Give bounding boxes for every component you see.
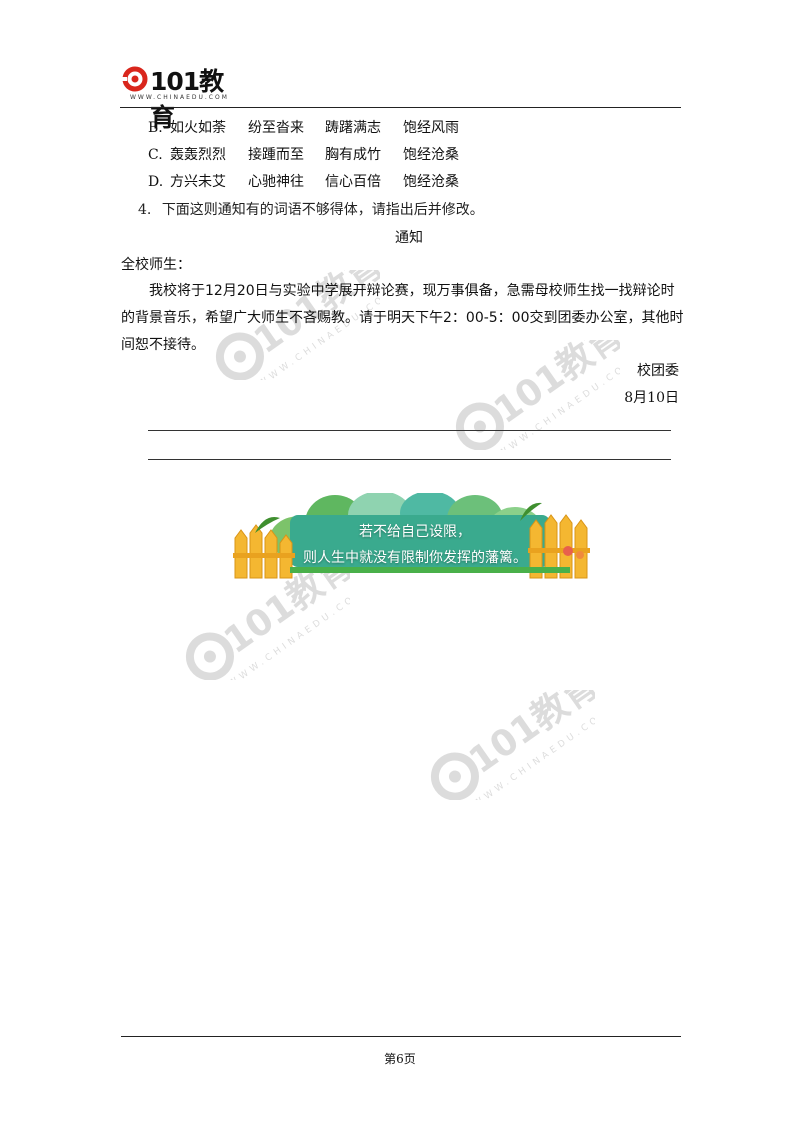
svg-text:WWW.CHINAEDU.COM: WWW.CHINAEDU.COM xyxy=(497,357,620,450)
notice-title: 通知 xyxy=(395,230,423,246)
option-item: 饱经风雨 xyxy=(403,120,459,136)
answer-line xyxy=(148,459,671,460)
svg-text:WWW.CHINAEDU.COM: WWW.CHINAEDU.COM xyxy=(227,587,350,680)
site-logo: 101教育 WWW.CHINAEDU.COM xyxy=(120,60,240,132)
logo-url: WWW.CHINAEDU.COM xyxy=(130,94,229,101)
watermark-logo: 101教育 WWW.CHINAEDU.COM xyxy=(160,544,367,689)
logo-ring-icon xyxy=(122,66,148,92)
notice-date: 8月10日 xyxy=(624,390,679,406)
banner-line-1: 若不给自己设限， xyxy=(359,524,471,540)
header-divider xyxy=(120,107,681,108)
option-item: 胸有成竹 xyxy=(325,147,381,163)
option-item: 饱经沧桑 xyxy=(403,147,459,163)
question-number: 4. xyxy=(138,202,152,218)
option-item: 饱经沧桑 xyxy=(403,174,459,190)
option-item: 方兴未艾 xyxy=(170,174,226,190)
notice-signature: 校团委 xyxy=(637,363,679,379)
option-item: 轰轰烈烈 xyxy=(170,147,226,163)
option-letter: B. xyxy=(148,120,163,136)
option-item: 踌躇满志 xyxy=(325,120,381,136)
notice-body-text: 我校将于12月20日与实验中学展开辩论赛，现万事俱备，急需母校师生找一找辩论时的… xyxy=(121,283,684,353)
banner-line-2: 则人生中就没有限制你发挥的藩篱。 xyxy=(303,550,527,566)
option-item: 纷至沓来 xyxy=(248,120,304,136)
option-item: 信心百倍 xyxy=(325,174,381,190)
option-item: 接踵而至 xyxy=(248,147,304,163)
page-number: 第6页 xyxy=(384,1052,416,1066)
svg-text:101教育: 101教育 xyxy=(462,690,595,782)
question-4: 4. 下面这则通知有的词语不够得体，请指出后并修改。 xyxy=(138,199,484,219)
watermark-logo: 101教育 WWW.CHINAEDU.COM xyxy=(405,664,612,809)
svg-text:101教育: 101教育 xyxy=(217,570,350,662)
svg-text:WWW.CHINAEDU.COM: WWW.CHINAEDU.COM xyxy=(472,707,595,800)
footer-divider xyxy=(121,1036,681,1037)
answer-line xyxy=(148,430,671,431)
option-letter: D. xyxy=(148,174,164,190)
banner-illustration xyxy=(233,493,590,579)
motto-banner: 若不给自己设限， 则人生中就没有限制你发挥的藩篱。 xyxy=(230,493,600,583)
notice-salutation: 全校师生： xyxy=(121,257,191,273)
option-item: 如火如荼 xyxy=(170,120,226,136)
notice-body: 我校将于12月20日与实验中学展开辩论赛，现万事俱备，急需母校师生找一找辩论时的… xyxy=(121,278,687,359)
option-item: 心驰神往 xyxy=(248,174,304,190)
option-letter: C. xyxy=(148,147,163,163)
question-text: 下面这则通知有的词语不够得体，请指出后并修改。 xyxy=(161,202,484,218)
